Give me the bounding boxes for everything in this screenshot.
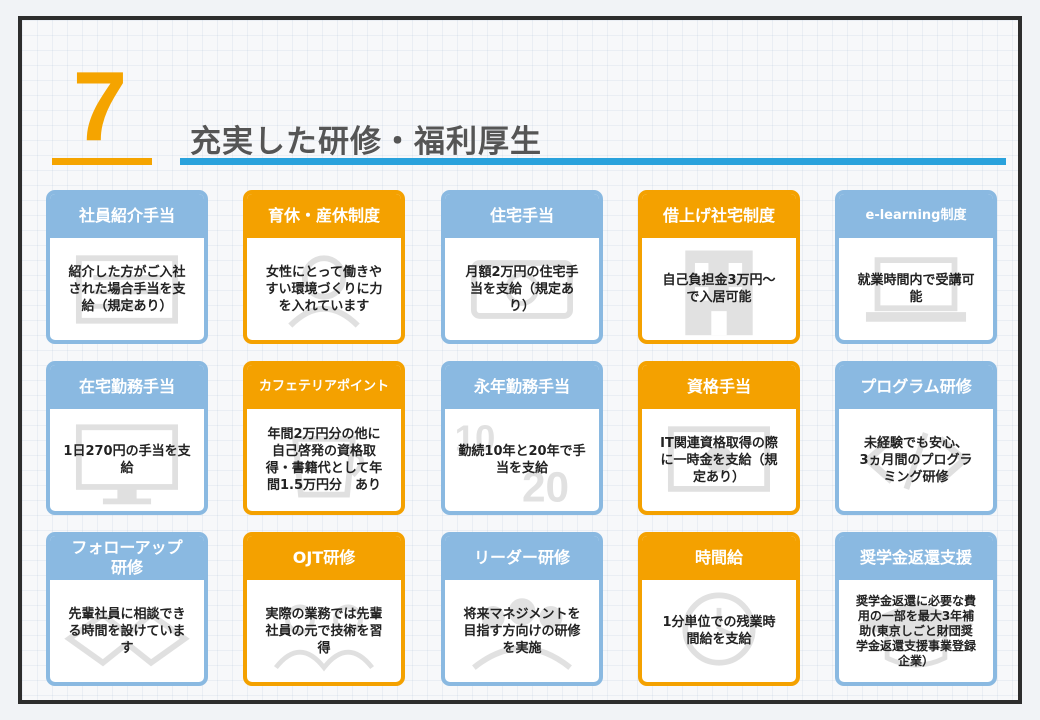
title-underline xyxy=(180,158,1006,165)
benefit-card-description: 就業時間内で受講可 能 xyxy=(857,273,975,305)
benefit-card: 資格手当 IT関連資格取得の際 に一時金を支給（規 定あり） xyxy=(638,361,800,515)
benefit-card-description: 女性にとって働きや すい環境づくりに力 を入れています xyxy=(265,264,383,314)
benefit-card-body: 紹介した方がご入社 された場合手当を支 給（規定あり） xyxy=(50,238,204,340)
benefit-card: リーダー研修将来マネジメントを 目指す方向けの研修 を実施 xyxy=(441,532,603,686)
benefit-card-body: 未経験でも安心、 3ヵ月間のプログラ ミング研修 xyxy=(839,409,993,511)
benefit-card-title: 資格手当 xyxy=(642,365,796,409)
benefit-card: 社員紹介手当紹介した方がご入社 された場合手当を支 給（規定あり） xyxy=(46,190,208,344)
benefit-card-body: 自己負担金3万円～ で入居可能 xyxy=(642,238,796,340)
benefit-card-body: 就業時間内で受講可 能 xyxy=(839,238,993,340)
benefit-card-description: 1日270円の手当を支 給 xyxy=(63,444,191,476)
benefit-card-description: 自己負担金3万円～ で入居可能 xyxy=(662,273,776,305)
benefit-card-body: 先輩社員に相談でき る時間を設けていま す xyxy=(50,580,204,682)
benefit-card: e-learning制度就業時間内で受講可 能 xyxy=(835,190,997,344)
benefit-card-body: 1日270円の手当を支 給 xyxy=(50,409,204,511)
benefit-card-title: 借上げ社宅制度 xyxy=(642,194,796,238)
benefit-card-title: フォローアップ 研修 xyxy=(50,536,204,580)
benefit-card-description: 実際の業務では先輩 社員の元で技術を習 得 xyxy=(265,606,383,656)
benefit-card-body: IT関連資格取得の際 に一時金を支給（規 定あり） xyxy=(642,409,796,511)
benefit-card-body: 女性にとって働きや すい環境づくりに力 を入れています xyxy=(247,238,401,340)
benefit-card-title: 住宅手当 xyxy=(445,194,599,238)
benefit-card-title: 社員紹介手当 xyxy=(50,194,204,238)
benefit-card-body: 将来マネジメントを 目指す方向けの研修 を実施 xyxy=(445,580,599,682)
section-number: 7 xyxy=(72,51,128,161)
benefit-card: 育休・産休制度女性にとって働きや すい環境づくりに力 を入れています xyxy=(243,190,405,344)
benefit-card: カフェテリアポイント年間2万円分の他に 自己啓発の資格取 得・書籍代として年 間… xyxy=(243,361,405,515)
benefit-card-title: 永年勤務手当 xyxy=(445,365,599,409)
benefit-card-description: 奨学金返還に必要な費 用の一部を最大3年補 助(東京しごと財団奨 学金返還支援事… xyxy=(855,593,976,668)
benefit-card-title: カフェテリアポイント xyxy=(247,365,401,409)
benefit-card-title: 育休・産休制度 xyxy=(247,194,401,238)
benefit-card-description: 勤続10年と20年で手 当を支給 xyxy=(458,444,586,476)
benefit-card-title: プログラム研修 xyxy=(839,365,993,409)
benefit-card-description: 年間2万円分の他に 自己啓発の資格取 得・書籍代として年 間1.5万円分 あり xyxy=(265,427,383,493)
benefit-card: 借上げ社宅制度自己負担金3万円～ で入居可能 xyxy=(638,190,800,344)
benefit-card-title: 奨学金返還支援 xyxy=(839,536,993,580)
benefit-card-body: 実際の業務では先輩 社員の元で技術を習 得 xyxy=(247,580,401,682)
benefit-card: 時間給 1分単位での残業時 間給を支給 xyxy=(638,532,800,686)
benefit-card-body: 奨学金返還に必要な費 用の一部を最大3年補 助(東京しごと財団奨 学金返還支援事… xyxy=(839,580,993,682)
benefit-card: OJT研修実際の業務では先輩 社員の元で技術を習 得 xyxy=(243,532,405,686)
section-number-underline xyxy=(52,158,152,165)
benefit-card: 奨学金返還支援奨学金返還に必要な費 用の一部を最大3年補 助(東京しごと財団奨 … xyxy=(835,532,997,686)
benefit-card: フォローアップ 研修先輩社員に相談でき る時間を設けていま す xyxy=(46,532,208,686)
benefit-card: 住宅手当月額2万円の住宅手 当を支給（規定あ り） xyxy=(441,190,603,344)
benefit-card: 在宅勤務手当 1日270円の手当を支 給 xyxy=(46,361,208,515)
benefit-card-description: 月額2万円の住宅手 当を支給（規定あ り） xyxy=(465,264,579,314)
benefit-card-body: 1分単位での残業時 間給を支給 xyxy=(642,580,796,682)
benefit-card-description: 紹介した方がご入社 された場合手当を支 給（規定あり） xyxy=(68,264,186,314)
benefit-card-title: 在宅勤務手当 xyxy=(50,365,204,409)
benefit-card: プログラム研修未経験でも安心、 3ヵ月間のプログラ ミング研修 xyxy=(835,361,997,515)
benefit-card-title: OJT研修 xyxy=(247,536,401,580)
page-title: 充実した研修・福利厚生 xyxy=(190,124,542,160)
benefit-card-description: 将来マネジメントを 目指す方向けの研修 を実施 xyxy=(463,606,581,656)
benefit-card-title: 時間給 xyxy=(642,536,796,580)
benefit-card-body: 年間2万円分の他に 自己啓発の資格取 得・書籍代として年 間1.5万円分 あり xyxy=(247,409,401,511)
benefit-card-description: 先輩社員に相談でき る時間を設けていま す xyxy=(68,606,186,656)
benefit-card-title: リーダー研修 xyxy=(445,536,599,580)
benefit-card-body: 月額2万円の住宅手 当を支給（規定あ り） xyxy=(445,238,599,340)
benefit-card-description: 未経験でも安心、 3ヵ月間のプログラ ミング研修 xyxy=(859,435,973,485)
benefit-card-description: 1分単位での残業時 間給を支給 xyxy=(662,615,776,647)
benefit-card-title: e-learning制度 xyxy=(839,194,993,238)
benefit-card-description: IT関連資格取得の際 に一時金を支給（規 定あり） xyxy=(660,435,778,485)
